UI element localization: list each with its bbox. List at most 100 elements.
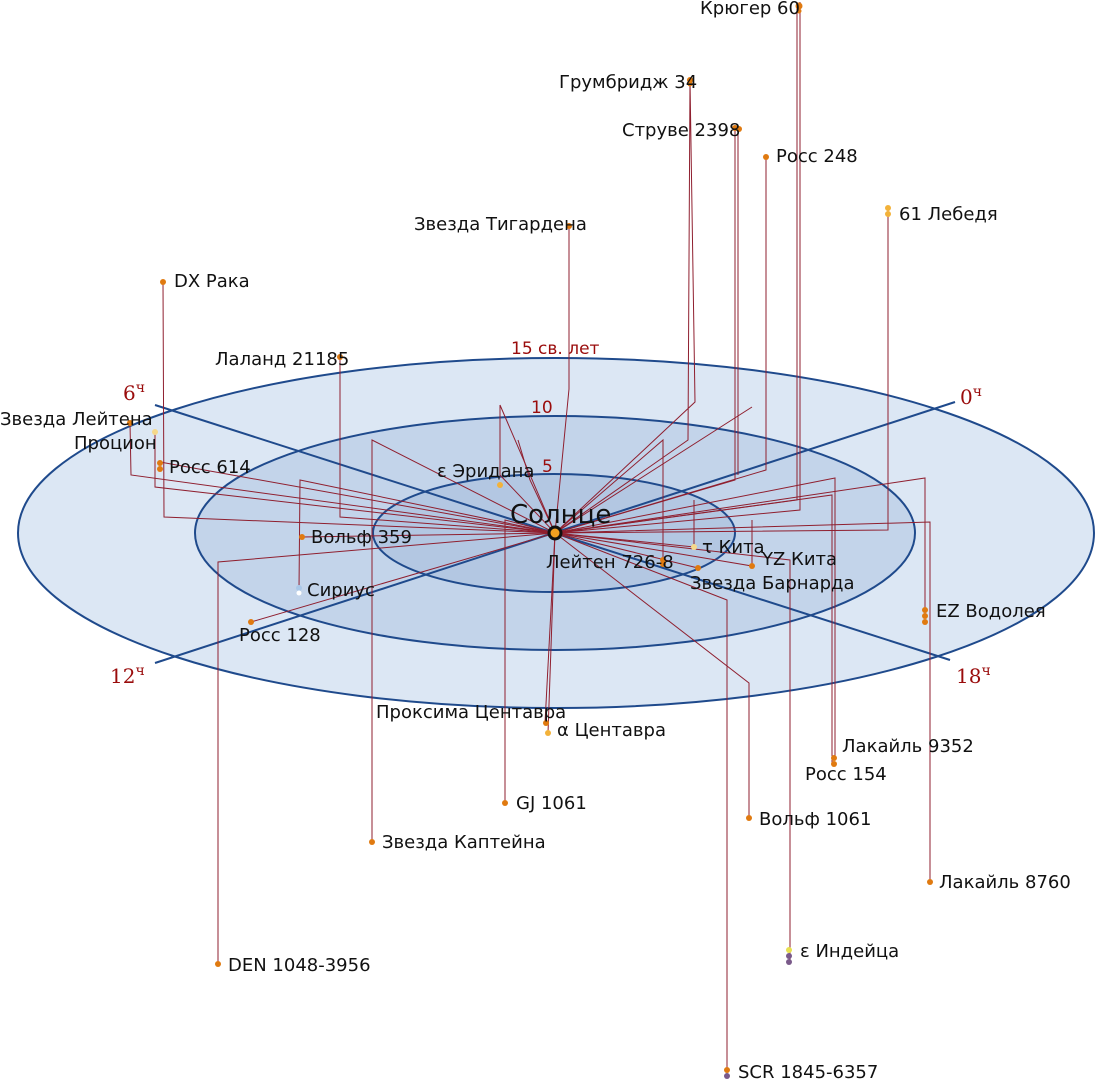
stem-ross-248 — [554, 157, 767, 534]
hour-label-18: 18ч — [956, 663, 991, 688]
stem-lalande-21185 — [339, 357, 556, 534]
star-label: α Центавра — [557, 720, 666, 741]
star-marker-luyten-star — [127, 420, 133, 426]
stem-alpha-centauri — [547, 532, 556, 734]
stem-proxima — [544, 532, 556, 724]
star-label: Звезда Барнарда — [690, 573, 855, 594]
stem-teegarden — [554, 226, 570, 534]
star-label: Звезда Каптейна — [382, 832, 546, 853]
stem-wolf-1061 — [554, 532, 750, 818]
star-marker-ez-aquarii-c — [922, 619, 928, 625]
stem-ross-614 — [159, 461, 556, 534]
star-marker-den-1048 — [215, 961, 221, 967]
star-marker-ross-248 — [763, 154, 769, 160]
star-marker-luyten-726-8-b — [660, 561, 666, 567]
star-label: DX Рака — [174, 271, 250, 292]
star-label: Проксима Центавра — [376, 702, 566, 723]
star-label: Вольф 359 — [311, 527, 412, 548]
star-stems — [129, 2, 931, 1076]
star-marker-kruger-60 — [795, 2, 803, 10]
sun-marker: Солнце — [510, 500, 611, 541]
star-label: Грумбридж 34 — [559, 72, 697, 93]
star-marker-struve-2398-b — [736, 126, 742, 132]
star-label: DEN 1048-3956 — [228, 955, 371, 976]
star-marker-ross-154 — [831, 761, 837, 767]
stem-procyon — [154, 432, 556, 534]
star-label: Струве 2398 — [622, 120, 740, 141]
hour-label-6: 6ч — [123, 380, 145, 405]
star-marker-groombridge-34-b — [687, 81, 693, 87]
star-markers — [127, 2, 933, 1079]
star-marker-epsilon-indi — [786, 947, 792, 953]
ring-label-10: 10 — [531, 398, 553, 418]
stem-epsilon-eridani-b — [517, 439, 556, 534]
star-marker-procyon — [152, 429, 158, 435]
stem-wolf-359 — [301, 532, 556, 538]
stem-luyten-726-8 — [554, 438, 664, 563]
star-label: Сириус — [307, 580, 375, 601]
stem-scr-1845 — [554, 532, 728, 1076]
star-label: τ Кита — [702, 537, 765, 558]
ring-label-5: 5 — [542, 457, 553, 477]
star-label: Росс 154 — [805, 764, 887, 785]
star-label: YZ Кита — [761, 549, 837, 570]
star-label: ε Индейца — [800, 941, 899, 962]
star-label: Крюгер 60 — [700, 0, 800, 19]
star-label: Росс 128 — [239, 625, 321, 646]
star-marker-61-cygni — [885, 205, 891, 211]
star-label: Вольф 1061 — [759, 809, 871, 830]
star-marker-lacaille-9352 — [831, 755, 837, 761]
stem-ez-aquarii — [554, 477, 926, 618]
stem-den-1048 — [217, 532, 556, 964]
star-label: Процион — [74, 433, 157, 454]
star-marker-alpha-centauri — [545, 730, 551, 736]
stem-dx-cancri — [162, 281, 556, 534]
star-marker-61-cygni-b — [885, 211, 891, 217]
stem-lacaille-9352 — [554, 477, 836, 758]
star-label: 61 Лебедя — [899, 204, 998, 225]
stem-ross-128 — [250, 532, 556, 623]
star-label: Звезда Лейтена — [0, 409, 153, 430]
star-label: Росс 248 — [776, 146, 858, 167]
star-label: GJ 1061 — [516, 793, 587, 814]
star-marker-scr-1845 — [724, 1067, 730, 1073]
star-label: ε Эридана — [437, 461, 534, 482]
stem-lacaille-8760 — [554, 521, 931, 882]
ring-label-15: 15 св. лет — [511, 339, 600, 359]
star-label: EZ Водолея — [936, 601, 1046, 622]
star-marker-ez-aquarii — [922, 607, 928, 613]
star-marker-ez-aquarii-b — [922, 613, 928, 619]
star-marker-lalande-21185 — [337, 354, 343, 360]
star-marker-dx-cancri — [160, 279, 166, 285]
star-marker-groombridge-34 — [687, 77, 693, 83]
star-marker-epsilon-indi-c — [786, 959, 792, 965]
stem-sirius — [298, 479, 556, 591]
star-marker-sirius-b — [296, 590, 302, 596]
stem-barnard — [554, 532, 699, 569]
star-marker-lacaille-8760 — [927, 879, 933, 885]
star-marker-kapteyn — [369, 839, 375, 845]
star-marker-proxima — [543, 720, 549, 726]
star-label: Росс 614 — [169, 457, 251, 478]
star-label: Лакайль 8760 — [939, 872, 1071, 893]
star-marker-wolf-1061 — [746, 815, 752, 821]
star-label: Лаланд 21185 — [215, 349, 349, 370]
stem-epsilon-indi — [554, 532, 791, 960]
star-label: Лакайль 9352 — [842, 736, 974, 757]
hour-label-0: 0ч — [960, 384, 982, 409]
stem-luyten-star — [129, 422, 556, 534]
sun-icon — [547, 525, 563, 541]
hour-label-12: 12ч — [110, 663, 145, 688]
star-label: Звезда Тигардена — [414, 214, 587, 235]
star-marker-ross-614 — [157, 460, 163, 466]
star-marker-yz-ceti — [749, 563, 755, 569]
star-label: Лейтен 726-8 — [546, 552, 674, 573]
star-marker-tau-ceti — [691, 544, 697, 550]
star-marker-sirius — [296, 585, 302, 591]
star-marker-kruger-60-b — [796, 8, 802, 14]
stem-ross-154 — [554, 494, 833, 765]
star-marker-epsilon-indi-b — [786, 953, 792, 959]
stem-groombridge-34 — [554, 79, 696, 534]
stem-epsilon-eridani — [499, 404, 556, 534]
star-marker-epsilon-eridani — [497, 482, 503, 488]
